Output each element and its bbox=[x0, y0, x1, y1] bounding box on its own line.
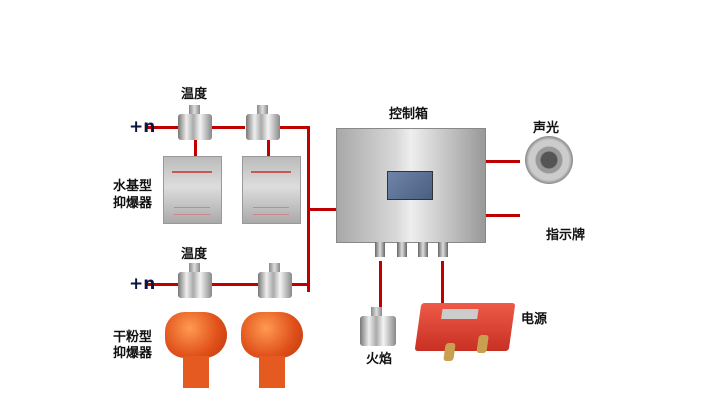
temperature-label-top: 温度 bbox=[181, 87, 208, 102]
control-box-screen bbox=[387, 171, 433, 200]
wire bbox=[147, 126, 178, 129]
power-supply-icon bbox=[414, 303, 516, 361]
flame-sensor-icon bbox=[360, 307, 396, 346]
wire bbox=[212, 283, 258, 286]
wire bbox=[280, 126, 310, 129]
powder-suppressor-icon bbox=[241, 312, 303, 388]
temperature-sensor-icon bbox=[178, 263, 212, 298]
plus-n-label-top: +n bbox=[129, 117, 156, 137]
water-suppressor-icon bbox=[242, 156, 301, 224]
wire bbox=[441, 261, 444, 303]
wire bbox=[194, 140, 197, 156]
power-supply-label: 电源 bbox=[521, 312, 548, 327]
wire bbox=[484, 214, 520, 217]
powder-suppressor-icon bbox=[165, 312, 227, 388]
powder-suppressor-label-2: 抑爆器 bbox=[113, 346, 153, 361]
wire bbox=[267, 140, 270, 156]
wire bbox=[212, 126, 245, 129]
water-suppressor-icon bbox=[163, 156, 222, 224]
temperature-sensor-icon bbox=[178, 105, 212, 140]
temperature-sensor-icon bbox=[246, 105, 280, 140]
wire bbox=[379, 261, 382, 309]
sound-light-label: 声光 bbox=[533, 121, 560, 136]
wire bbox=[484, 160, 520, 163]
water-suppressor-label-2: 抑爆器 bbox=[113, 196, 153, 211]
flame-label: 火焰 bbox=[366, 352, 393, 367]
indicator-sign-label: 指示牌 bbox=[546, 228, 586, 243]
wire bbox=[147, 283, 178, 286]
sound-light-alarm-icon bbox=[525, 136, 573, 184]
water-suppressor-label-1: 水基型 bbox=[113, 179, 153, 194]
wire bbox=[292, 283, 310, 286]
plus-n-label-bottom: +n bbox=[129, 274, 156, 294]
wire bbox=[307, 208, 336, 211]
control-box-icon bbox=[336, 128, 486, 243]
powder-suppressor-label-1: 干粉型 bbox=[113, 330, 153, 345]
temperature-label-bottom: 温度 bbox=[181, 247, 208, 262]
control-box-label: 控制箱 bbox=[389, 107, 429, 122]
temperature-sensor-icon bbox=[258, 263, 292, 298]
